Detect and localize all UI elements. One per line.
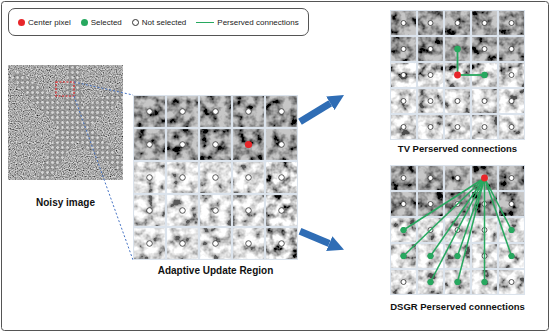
legend-text: Center pixel: [28, 18, 71, 27]
legend-item: Selected: [81, 18, 122, 27]
selected-pixel-dot: [508, 227, 514, 233]
flow-arrow: [300, 103, 330, 122]
selected-pixel-dot: [481, 72, 487, 78]
selected-pixel-dots: [400, 227, 514, 285]
center-pixel-dot: [245, 141, 252, 148]
selected-pixel-dot: [427, 253, 433, 259]
selected-pixel-dot: [454, 253, 460, 259]
connection-lines: [404, 178, 512, 282]
legend-text: Perserved connections: [217, 18, 298, 27]
noise-overlay: [8, 65, 123, 180]
noise-texture: [8, 65, 123, 180]
legend-box: Center pixel Selected Not selected Perserve…: [8, 8, 309, 36]
panel-caption: DSGR Perserved connections: [390, 301, 525, 313]
caption-block: Adaptive Update Region: [158, 265, 274, 278]
zoom-line: [74, 82, 133, 95]
selected-pixel-dot: [454, 46, 460, 52]
legend-swatch: [81, 19, 88, 26]
legend-text: Selected: [91, 18, 122, 27]
connection-line: [485, 178, 512, 256]
selected-pixel-dot: [508, 253, 514, 259]
pixel-grid-texture: [133, 95, 298, 260]
connection-line: [431, 178, 485, 256]
legend-item: Not selected: [132, 18, 186, 27]
legend-item: Perserved connections: [196, 18, 298, 27]
grid-panel: Adaptive Update Region: [131, 93, 300, 285]
pixel-grid-cells: [133, 95, 298, 260]
zoom-line: [74, 96, 133, 260]
panel-caption: TV Perserved connections: [398, 143, 517, 155]
connection-line: [484, 178, 486, 282]
image-panel: Noisy image: [6, 63, 125, 215]
tv-grid: [390, 10, 525, 140]
legend-ring-sample: [132, 19, 139, 26]
pixel-grid-texture: [390, 10, 525, 140]
selected-pixel-dot: [400, 253, 406, 259]
connection-line: [458, 178, 485, 282]
legend-text: Not selected: [142, 18, 186, 27]
panel-caption: Noisy image: [36, 197, 95, 210]
center-pixel-dot: [454, 72, 461, 79]
panel-caption: Adaptive Update Region: [158, 265, 274, 278]
legend-item: Center pixel: [18, 18, 71, 27]
flow-arrow: [300, 231, 329, 243]
legend-line-sample: [196, 22, 214, 23]
caption-block: DSGR Perserved connections: [390, 301, 525, 313]
caption-block: TV Perserved connections: [398, 143, 517, 155]
dsgr-grid: [390, 165, 525, 295]
pixel-grid-cells: [390, 10, 525, 140]
connection-line: [457, 49, 459, 75]
grid-panel: DSGR Perserved connections: [344, 162, 532, 316]
adaptive-grid: [133, 95, 298, 260]
connection-line: [485, 178, 512, 230]
noisy-image: [8, 65, 123, 180]
pixel-grid-texture: [390, 165, 525, 295]
connection-line: [458, 74, 485, 76]
selected-pixel-dot: [481, 279, 487, 285]
connection-line: [404, 178, 485, 256]
grid-panel: TV Perserved connections: [344, 6, 532, 158]
selected-pixel-dot: [427, 279, 433, 285]
zoom-box: [56, 82, 74, 96]
selected-pixel-dot: [454, 279, 460, 285]
pixel-grid-cells: [390, 165, 525, 295]
center-pixel-dot: [481, 175, 488, 182]
selected-pixel-dot: [400, 227, 406, 233]
connection-line: [458, 178, 485, 256]
legend-swatch: [18, 19, 25, 26]
caption-block: Noisy image: [36, 197, 95, 210]
connection-line: [431, 178, 485, 282]
